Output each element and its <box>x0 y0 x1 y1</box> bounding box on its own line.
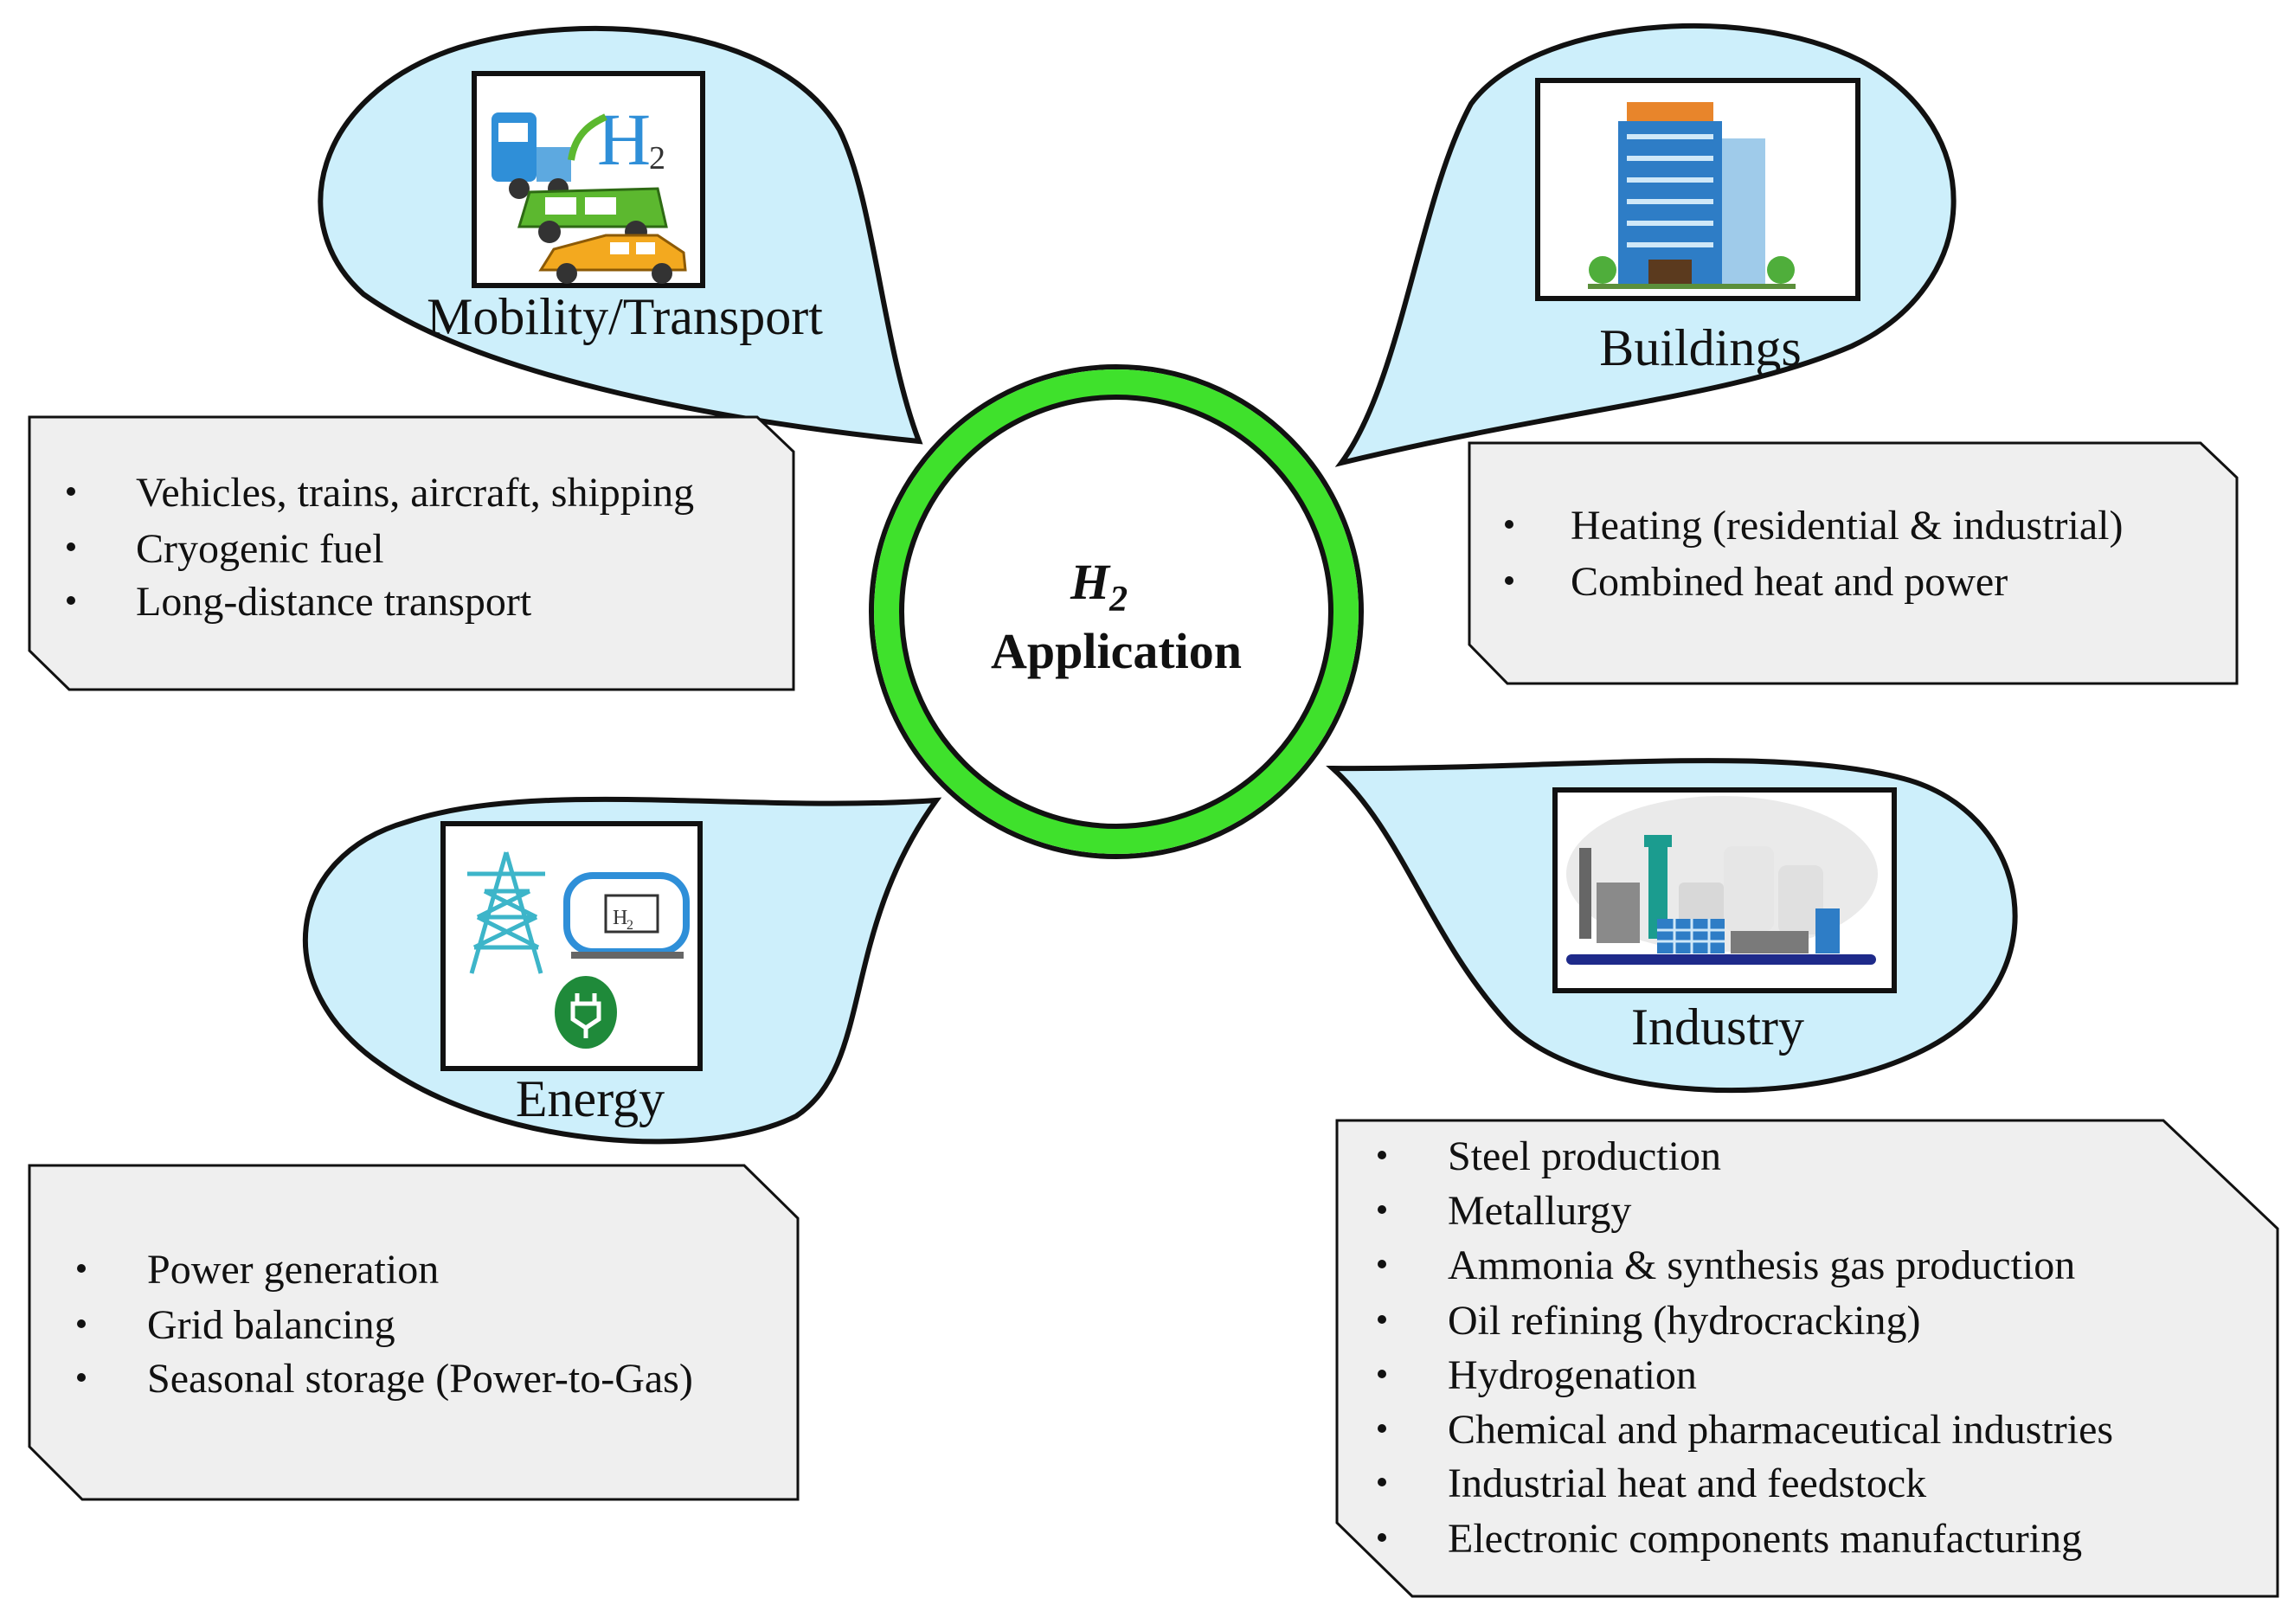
box-buildings <box>1468 441 2239 685</box>
center-h2-sub: 2 <box>1108 580 1128 619</box>
tank-sub-glyph: 2 <box>627 918 633 933</box>
skyscraper-icon <box>1535 78 1860 301</box>
label-industry: Industry <box>1631 998 1804 1056</box>
factory-icon <box>1552 787 1897 993</box>
list-item: Industrial heat and feedstock <box>1448 1460 1926 1506</box>
center-h2: H2 <box>1070 554 1128 619</box>
vehicles-h2-icon: H 2 <box>472 71 705 288</box>
mobility-h-glyph: H <box>597 98 651 181</box>
label-energy: Energy <box>516 1070 665 1127</box>
label-mobility: Mobility/Transport <box>427 288 823 345</box>
center-ring-green <box>874 369 1359 854</box>
list-item: Power generation <box>147 1247 439 1293</box>
list-item: Hydrogenation <box>1448 1352 1697 1398</box>
box-industry <box>1335 1119 2279 1598</box>
list-item: Heating (residential & industrial) <box>1571 503 2123 549</box>
center-label: Application <box>991 623 1242 679</box>
list-item: Ammonia & synthesis gas production <box>1448 1242 2075 1288</box>
list-item: Chemical and pharmaceutical industries <box>1448 1407 2113 1453</box>
label-buildings: Buildings <box>1599 319 1801 376</box>
building-windows <box>1627 134 1713 247</box>
list-item: Combined heat and power <box>1571 559 2008 605</box>
list-item: Oil refining (hydrocracking) <box>1448 1298 1920 1344</box>
center-ring-inner <box>899 395 1333 829</box>
list-item: Long-distance transport <box>136 579 532 625</box>
list-item: Electronic components manufacturing <box>1448 1516 2082 1562</box>
box-energy <box>28 1164 800 1501</box>
tank-h-glyph: H <box>613 907 627 929</box>
list-item: Metallurgy <box>1448 1188 1631 1234</box>
list-mobility: Vehicles, trains, aircraft, shipping Cry… <box>67 470 694 625</box>
power-tower-h2-tank-plug-icon: H 2 <box>440 821 703 1071</box>
list-energy: Power generation Grid balancing Seasonal… <box>77 1247 693 1402</box>
list-item: Steel production <box>1448 1133 1721 1179</box>
list-buildings: Heating (residential & industrial) Combi… <box>1505 503 2123 605</box>
list-item: Seasonal storage (Power-to-Gas) <box>147 1356 693 1402</box>
mobility-sub-glyph: 2 <box>649 140 665 177</box>
list-item: Vehicles, trains, aircraft, shipping <box>136 470 694 516</box>
list-industry: Steel production Metallurgy Ammonia & sy… <box>1378 1133 2113 1562</box>
list-item: Grid balancing <box>147 1302 395 1348</box>
center-h2-main: H <box>1070 554 1111 610</box>
list-item: Cryogenic fuel <box>136 526 384 572</box>
box-mobility <box>28 415 795 691</box>
